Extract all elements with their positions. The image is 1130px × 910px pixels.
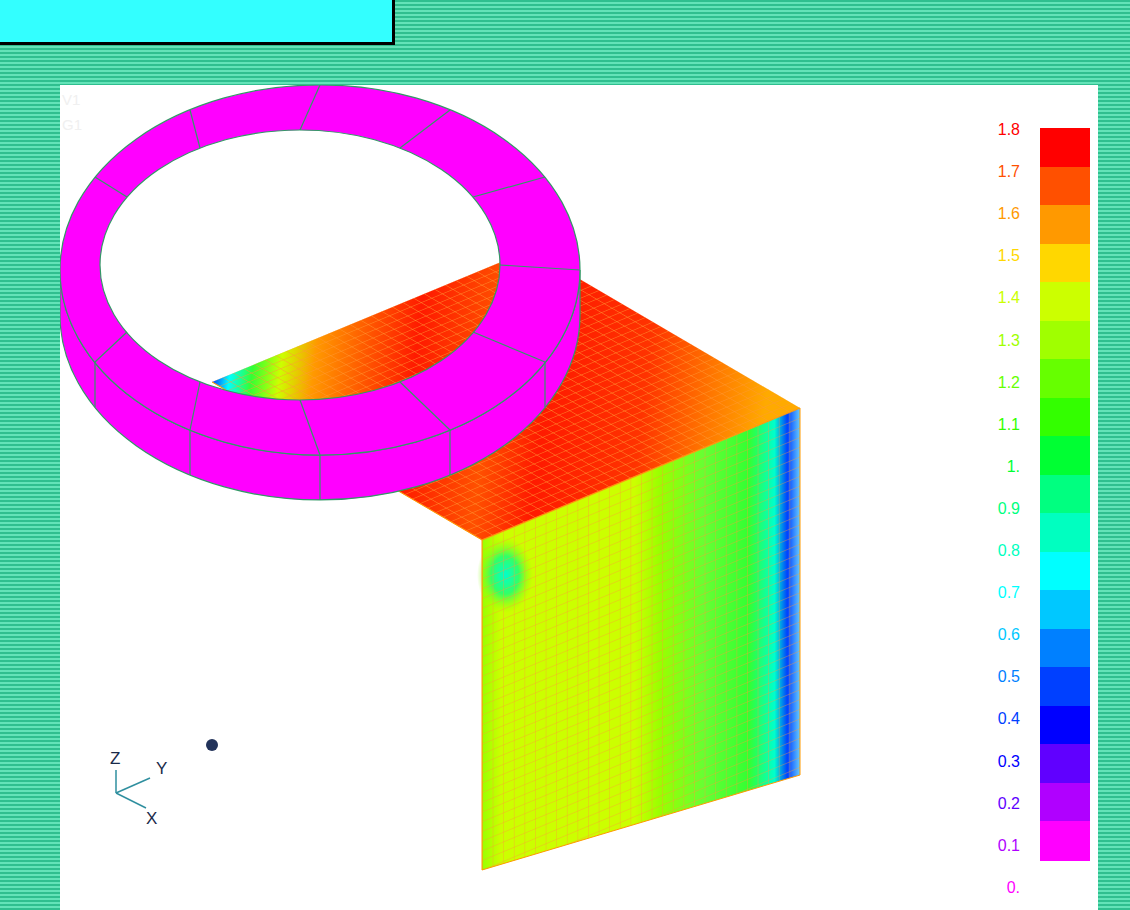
legend-swatch: [1040, 783, 1090, 822]
legend-value: 0.9: [998, 501, 1020, 517]
legend-value: 1.4: [998, 290, 1020, 306]
legend-swatch: [1040, 706, 1090, 745]
legend-swatch: [1040, 552, 1090, 591]
fea-contour-plot: [60, 85, 1098, 910]
legend-value: 0.8: [998, 543, 1020, 559]
legend-value: 1.7: [998, 164, 1020, 180]
legend-value: 0.5: [998, 669, 1020, 685]
axis-label: X: [146, 810, 157, 827]
legend-swatch: [1040, 629, 1090, 668]
legend-swatch: [1040, 321, 1090, 360]
legend-swatch: [1040, 513, 1090, 552]
legend-swatch: [1040, 744, 1090, 783]
legend-swatch: [1040, 667, 1090, 706]
plot-panel: [60, 85, 1098, 910]
legend-swatch: [1040, 359, 1090, 398]
legend-swatch: [1040, 128, 1090, 167]
title-tab: [0, 0, 395, 45]
legend-value: 0.: [1007, 880, 1020, 896]
legend-value: 1.: [1007, 459, 1020, 475]
legend-value: 1.2: [998, 375, 1020, 391]
legend-value: 1.5: [998, 248, 1020, 264]
group-label: G1: [62, 117, 82, 132]
legend-value: 0.1: [998, 838, 1020, 854]
legend-swatch: [1040, 436, 1090, 475]
legend-swatch: [1040, 821, 1090, 860]
legend-value: 0.7: [998, 585, 1020, 601]
axis-label: Z: [110, 750, 120, 767]
legend-value: 0.4: [998, 711, 1020, 727]
legend-swatch: [1040, 282, 1090, 321]
axis-label: Y: [156, 760, 167, 777]
legend-swatch: [1040, 205, 1090, 244]
legend-swatch: [1040, 475, 1090, 514]
legend-value: 1.6: [998, 206, 1020, 222]
legend-value: 0.6: [998, 627, 1020, 643]
view-label: V1: [62, 92, 80, 107]
legend-swatch: [1040, 167, 1090, 206]
legend-value: 0.3: [998, 754, 1020, 770]
legend-value: 1.8: [998, 122, 1020, 138]
legend-value: 1.1: [998, 417, 1020, 433]
legend-swatch: [1040, 590, 1090, 629]
legend-value: 0.2: [998, 796, 1020, 812]
legend-value: 1.3: [998, 333, 1020, 349]
legend-swatch: [1040, 244, 1090, 283]
legend-swatch: [1040, 398, 1090, 437]
